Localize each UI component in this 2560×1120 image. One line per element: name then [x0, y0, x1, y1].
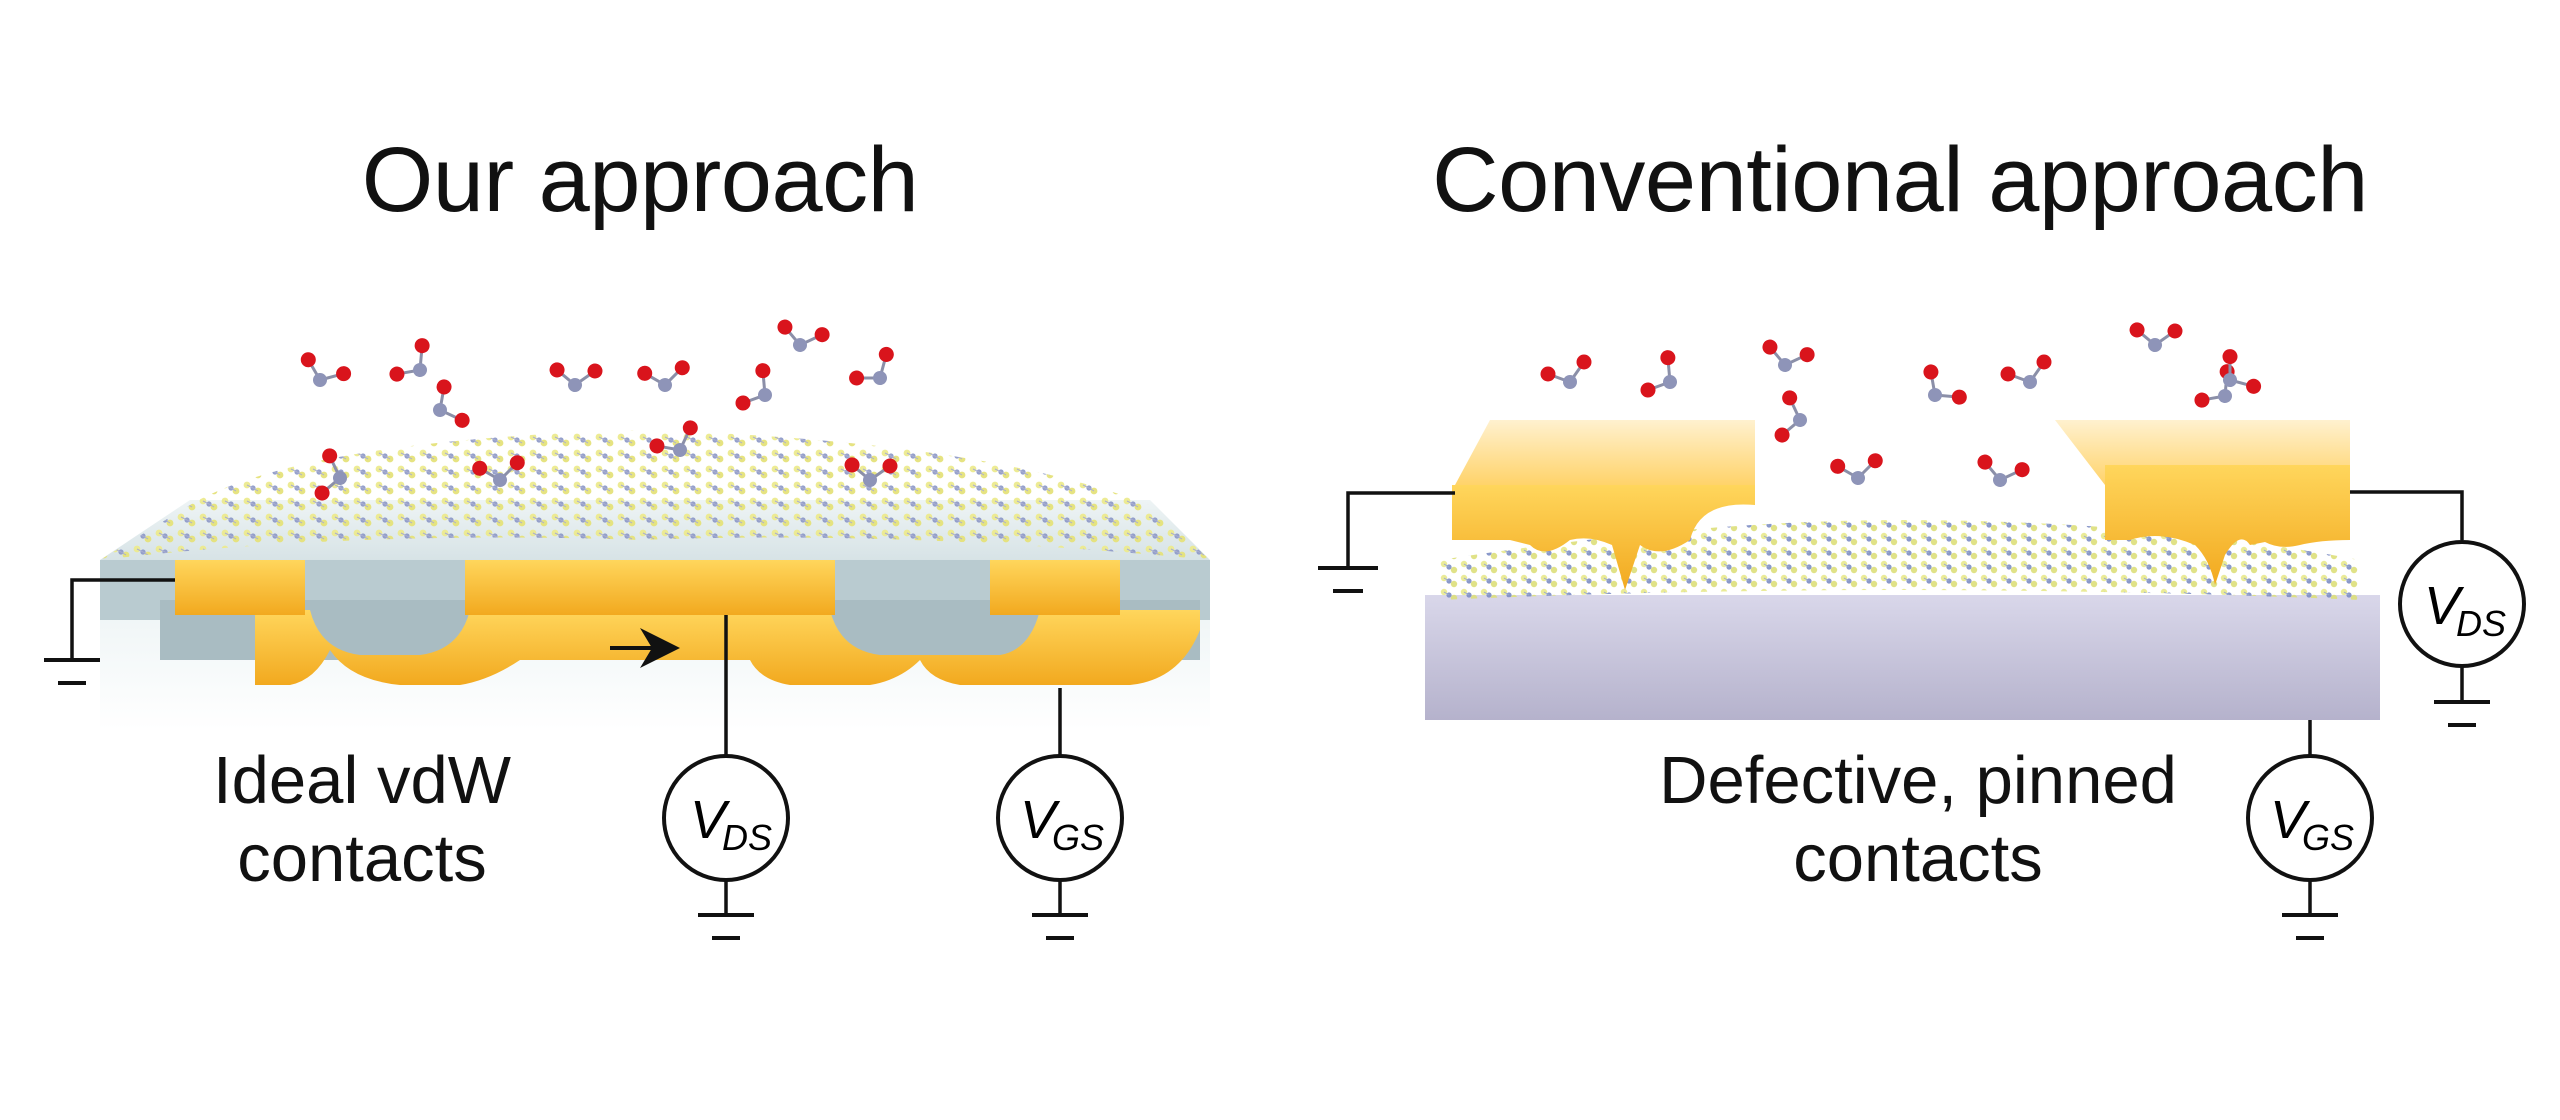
no2-molecule — [433, 379, 470, 428]
right-substrate — [1425, 595, 2380, 720]
right-source-wire — [1346, 491, 1455, 568]
left-panel-caption: Ideal vdW contacts — [213, 742, 511, 898]
right-vgs-ground — [2282, 913, 2338, 940]
right-ground-symbol — [1318, 566, 1378, 593]
no2-molecule — [637, 360, 690, 392]
left-caption-line1: Ideal vdW — [213, 743, 511, 818]
right-caption-line1: Defective, pinned — [1659, 743, 2177, 818]
right-contact-right-body — [2105, 465, 2350, 585]
left-panel-title: Our approach — [361, 129, 919, 231]
left-ground-symbol — [44, 658, 100, 685]
left-vds-main: V — [690, 790, 731, 850]
no2-molecule — [777, 319, 830, 352]
right-vgs-sub: GS — [2302, 817, 2354, 858]
no2-molecule — [389, 338, 430, 382]
no2-molecule — [549, 362, 603, 392]
left-device: V DS V GS — [44, 319, 1210, 940]
no2-molecule — [2129, 322, 2183, 352]
left-2d-lattice — [100, 430, 1210, 560]
no2-molecule — [1830, 453, 1883, 485]
right-caption-line2: contacts — [1793, 821, 2043, 896]
right-device: V DS V GS — [1318, 322, 2526, 940]
right-contact-left-body — [1452, 485, 1755, 590]
no2-molecule — [1762, 339, 1815, 372]
no2-molecule — [1540, 354, 1592, 389]
no2-molecule — [314, 448, 347, 501]
left-vds-ground — [698, 913, 754, 940]
right-panel-caption: Defective, pinned contacts — [1659, 742, 2177, 898]
left-gas-molecules — [300, 319, 898, 501]
no2-molecule — [844, 457, 898, 487]
right-vds-wire — [2350, 490, 2464, 540]
left-vgs-sub: GS — [1052, 817, 1104, 858]
no2-molecule — [300, 352, 352, 387]
right-vds-ground — [2434, 700, 2490, 727]
no2-molecule — [1774, 390, 1807, 443]
no2-molecule — [735, 363, 772, 411]
left-vgs-main: V — [1020, 790, 1061, 850]
left-vgs-ground — [1032, 913, 1088, 940]
left-contact-drain — [465, 560, 835, 615]
left-caption-line2: contacts — [237, 821, 487, 896]
right-panel-title: Conventional approach — [1432, 129, 2368, 231]
no2-molecule — [2194, 364, 2235, 408]
right-gas-molecules — [1540, 322, 2262, 487]
no2-molecule — [1923, 364, 1967, 405]
right-vgs-main: V — [2270, 790, 2311, 850]
no2-molecule — [2000, 354, 2052, 389]
left-source-wire — [70, 578, 175, 660]
no2-molecule — [472, 455, 525, 487]
left-contact-gate-pad — [990, 560, 1120, 615]
no2-molecule — [2222, 349, 2262, 394]
left-vds-sub: DS — [722, 817, 772, 858]
right-vds-sub: DS — [2456, 603, 2506, 644]
left-contact-source — [175, 560, 305, 615]
no2-molecule — [649, 420, 698, 457]
right-vds-main: V — [2424, 576, 2465, 636]
no2-molecule — [1977, 454, 2030, 487]
no2-molecule — [1640, 350, 1677, 398]
right-contact-left-top — [1455, 420, 1755, 485]
no2-molecule — [849, 346, 894, 386]
